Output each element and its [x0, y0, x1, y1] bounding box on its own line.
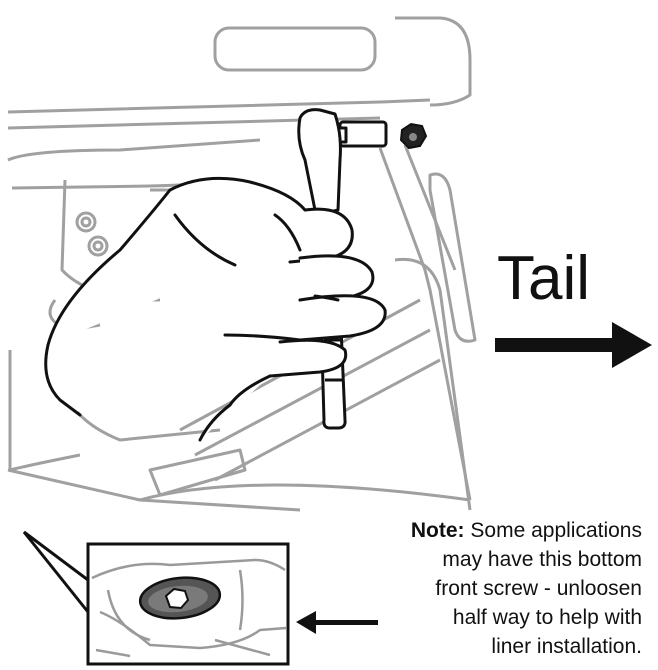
installation-note: Note: Some applications may have this bo…: [322, 516, 642, 661]
note-heading: Note:: [410, 519, 465, 542]
note-line-3: front screw - unloosen: [435, 577, 642, 600]
note-text: Some applications: [470, 519, 642, 542]
vehicle-frame: [7, 16, 477, 512]
note-line-4: half way to help with: [452, 606, 642, 629]
arrow-left-icon: [296, 611, 378, 634]
detail-inset: [86, 542, 290, 666]
note-line-2: may have this bottom: [442, 548, 642, 571]
callout-pointer: [22, 530, 90, 613]
arrow-right-icon: [495, 322, 652, 368]
direction-label: Tail: [497, 244, 591, 313]
note-line-5: liner installation.: [491, 635, 642, 658]
hex-bolt-icon: [399, 122, 428, 150]
hand-illustration: [44, 176, 387, 442]
note-line-1: Note: Some applications: [322, 516, 642, 545]
